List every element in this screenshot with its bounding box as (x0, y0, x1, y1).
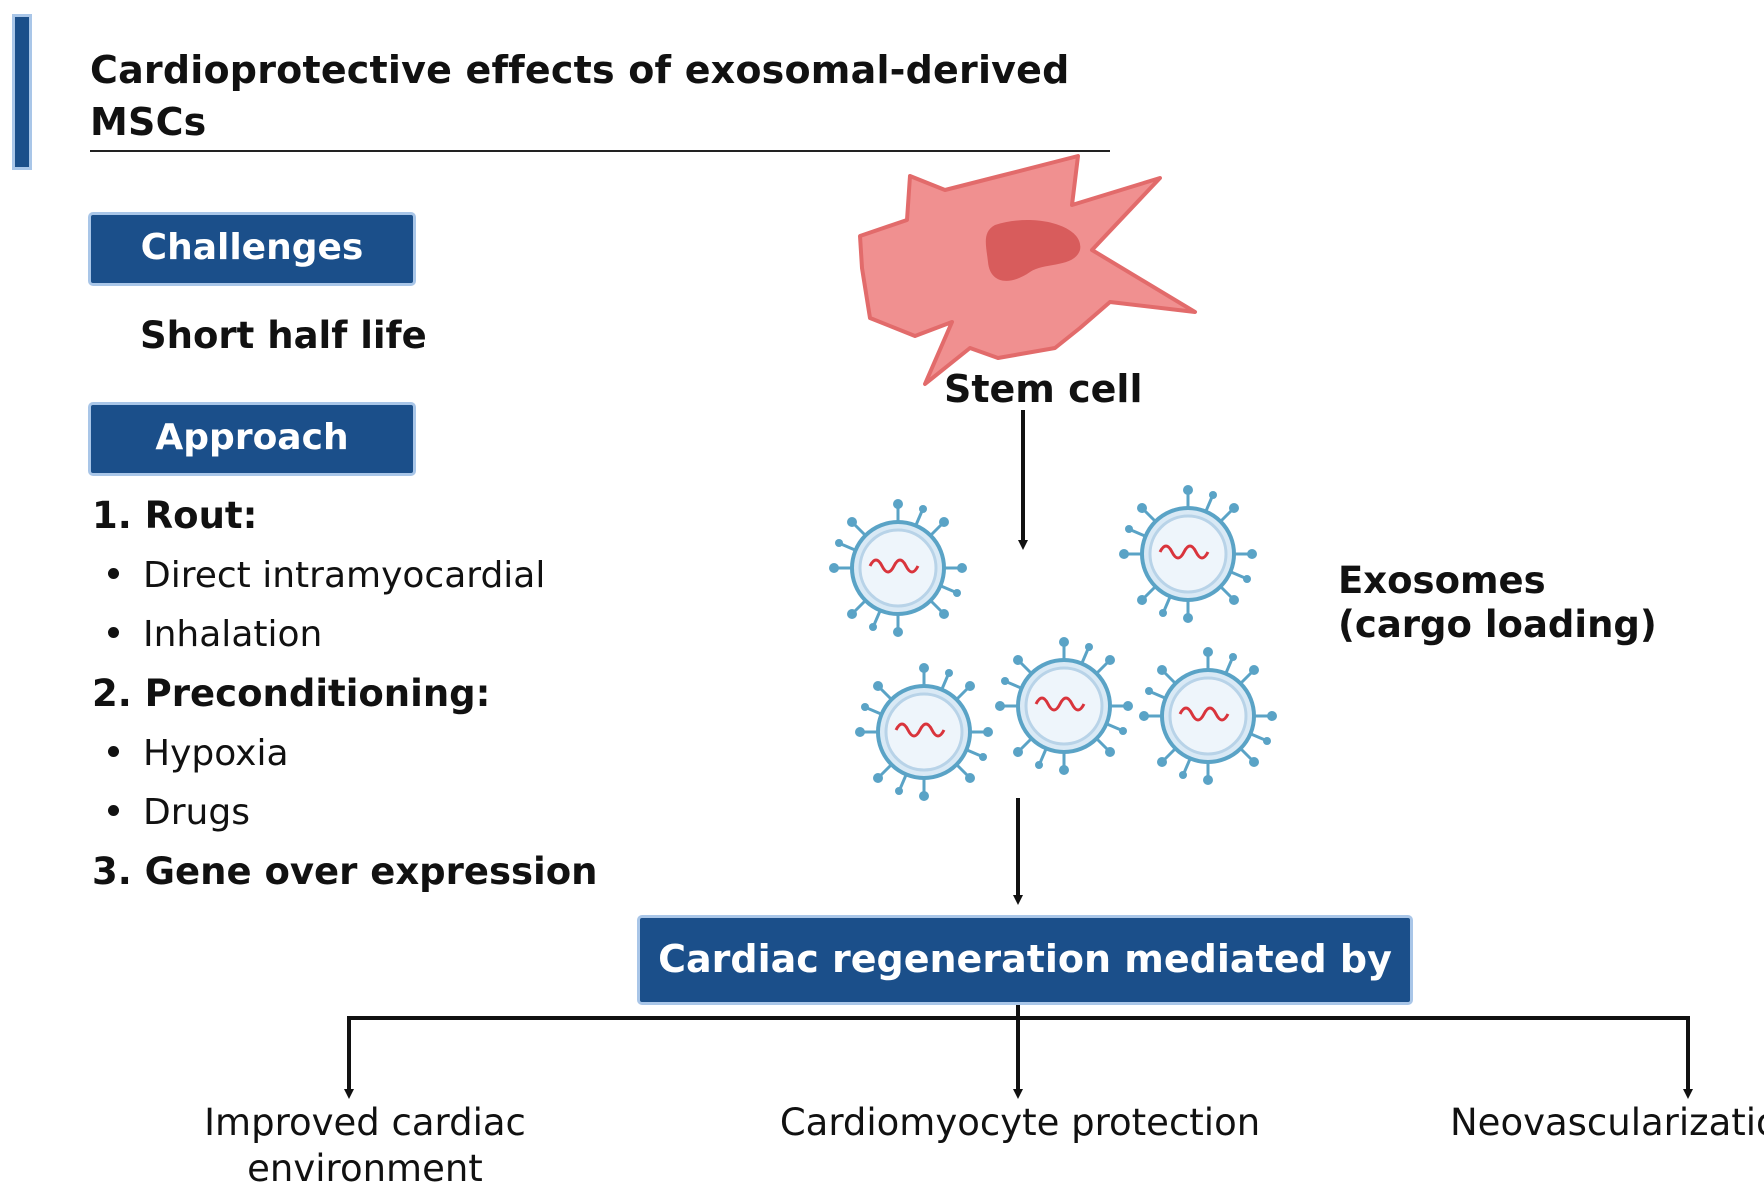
exosome-icon (853, 661, 995, 803)
exosomes-sublabel: (cargo loading) (1338, 603, 1657, 646)
page-title: Cardioprotective effects of exosomal-der… (90, 44, 1110, 152)
outcome-1: Improved cardiac environment (200, 1100, 530, 1192)
exosome-icon (1117, 483, 1259, 625)
approach-item-label: Drugs (143, 792, 250, 833)
bullet-icon (108, 567, 119, 579)
approach-item: Drugs (92, 785, 652, 844)
approach-item: Inhalation (92, 607, 652, 666)
challenge-item: Short half life (140, 314, 427, 357)
outcome-2: Cardiomyocyte protection (779, 1101, 1261, 1144)
outcome-1-line2: environment (247, 1147, 483, 1190)
mediator-box: Cardiac regeneration mediated by (637, 915, 1413, 1005)
bullet-icon (108, 745, 119, 757)
approach-list: 1. Rout: Direct intramyocardial Inhalati… (92, 488, 652, 904)
approach-box: Approach (88, 402, 416, 476)
approach-item-label: Direct intramyocardial (143, 555, 546, 596)
bullet-icon (108, 804, 119, 816)
flow-arrows (344, 410, 1693, 1099)
approach-step-1: 1. Rout: (92, 494, 258, 537)
approach-item-label: Hypoxia (143, 733, 289, 774)
approach-step-2: 2. Preconditioning: (92, 672, 491, 715)
exosome-icon (1137, 645, 1279, 787)
exosome-icon (827, 497, 969, 639)
outcome-3: Neovascularization (1450, 1101, 1764, 1144)
approach-item: Direct intramyocardial (92, 548, 652, 607)
exosomes-label: Exosomes (1338, 559, 1546, 602)
stem-cell-icon (858, 154, 1197, 386)
bullet-icon (108, 626, 119, 638)
exosome-icon (993, 635, 1135, 777)
approach-item-label: Inhalation (143, 614, 323, 655)
challenges-box: Challenges (88, 212, 416, 286)
approach-item: Hypoxia (92, 726, 652, 785)
outcome-1-line1: Improved cardiac (204, 1101, 526, 1144)
stem-cell-label: Stem cell (944, 367, 1143, 411)
approach-step-3: 3. Gene over expression (92, 850, 598, 893)
accent-bar (12, 14, 32, 170)
